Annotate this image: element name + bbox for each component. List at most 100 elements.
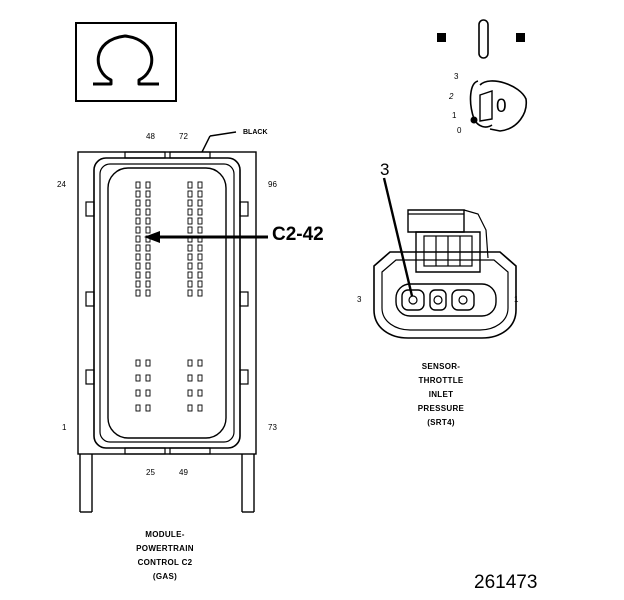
pin-cavity <box>187 181 193 189</box>
ignition-key-icon <box>437 19 527 132</box>
sensor-side-label-1: 1 <box>514 295 519 304</box>
pcm-caption-line-1: MODULE- <box>145 530 185 539</box>
pin-cavity <box>145 271 151 279</box>
pin-cavity <box>145 181 151 189</box>
key-position-3: 3 <box>454 72 459 81</box>
pin-label-96: 96 <box>268 180 277 189</box>
pin-cavity <box>135 404 141 412</box>
pin-cavity <box>135 244 141 252</box>
pin-label-1: 1 <box>62 423 67 432</box>
pin-cavity <box>187 389 193 397</box>
pin-cavity <box>197 190 203 198</box>
pin-cavity <box>187 404 193 412</box>
pin-cavity <box>187 217 193 225</box>
pcm-caption-line-3: CONTROL C2 <box>137 558 193 567</box>
pin-cavity <box>197 199 203 207</box>
pin-cavity <box>135 389 141 397</box>
pin-cavity <box>187 359 193 367</box>
pin-cavity <box>197 280 203 288</box>
pin-cavity <box>135 190 141 198</box>
c2-42-callout-arrow <box>144 231 268 243</box>
pin-cavity <box>187 253 193 261</box>
ohm-icon <box>75 22 177 102</box>
sensor-caption-line-2: THROTTLE <box>418 376 464 385</box>
pin-cavity <box>197 244 203 252</box>
key-position-2: 2 <box>449 92 454 101</box>
pin-cavity <box>197 262 203 270</box>
key-position-1: 1 <box>452 111 457 120</box>
pin-label-48: 48 <box>146 132 155 141</box>
pin-cavity <box>197 181 203 189</box>
pin-cavity <box>145 244 151 252</box>
pin-cavity <box>197 359 203 367</box>
pin-cavity <box>135 181 141 189</box>
pin-cavity <box>197 389 203 397</box>
pin-cavity <box>197 289 203 297</box>
pin-cavity <box>135 374 141 382</box>
sensor-caption-line-4: PRESSURE <box>417 404 465 413</box>
pin-cavity <box>135 208 141 216</box>
key-face-label: 0 <box>496 96 507 117</box>
sensor-caption-line-3: INLET <box>428 390 454 399</box>
pin-cavity <box>135 226 141 234</box>
pin-cavity <box>187 208 193 216</box>
pin-label-49: 49 <box>179 468 188 477</box>
pin-cavity <box>145 359 151 367</box>
pin-label-24: 24 <box>57 180 66 189</box>
sensor-caption-line-1: SENSOR- <box>421 362 461 371</box>
color-label-black: BLACK <box>243 129 268 136</box>
pin-cavity <box>197 217 203 225</box>
pcm-caption-line-2: POWERTRAIN <box>136 544 194 553</box>
pin-cavity <box>145 280 151 288</box>
pin-cavity <box>187 262 193 270</box>
pin-cavity <box>145 374 151 382</box>
figure-number: 261473 <box>474 572 538 593</box>
pin-cavity <box>135 262 141 270</box>
pin-cavity <box>197 374 203 382</box>
pin-cavity <box>135 217 141 225</box>
sensor-side-label-3: 3 <box>357 295 362 304</box>
pin-cavity <box>197 208 203 216</box>
pcm-caption: MODULE- POWERTRAIN CONTROL C2 (GAS) <box>120 528 210 584</box>
pin-cavity <box>187 244 193 252</box>
pin-cavity <box>145 217 151 225</box>
pin-cavity <box>145 404 151 412</box>
pin-label-25: 25 <box>146 468 155 477</box>
pin-cavity <box>145 208 151 216</box>
pin-cavity <box>135 289 141 297</box>
pin-cavity <box>145 262 151 270</box>
pin-cavity <box>187 199 193 207</box>
pin-cavity <box>145 253 151 261</box>
pin-cavity <box>187 280 193 288</box>
key-position-0: 0 <box>457 126 462 135</box>
pin-cavity <box>197 271 203 279</box>
pin-cavity <box>187 374 193 382</box>
pin-label-73: 73 <box>268 423 277 432</box>
callout-pin-3: 3 <box>380 160 390 179</box>
pin-cavity <box>135 280 141 288</box>
pin-cavity <box>135 235 141 243</box>
pin-cavity <box>135 359 141 367</box>
pcm-connector-c2 <box>77 131 257 513</box>
pin-cavity <box>135 271 141 279</box>
pcm-caption-line-4: (GAS) <box>152 572 178 581</box>
pin-cavity <box>145 226 151 234</box>
pin-cavity <box>197 226 203 234</box>
pin-cavity <box>145 389 151 397</box>
pin-label-72: 72 <box>179 132 188 141</box>
pin-cavity-grid <box>135 181 203 412</box>
pin-cavity <box>135 199 141 207</box>
sensor-connector-srt4 <box>373 177 517 339</box>
pin-cavity <box>187 271 193 279</box>
sensor-caption-line-5: (SRT4) <box>427 418 455 427</box>
pin-cavity <box>187 190 193 198</box>
callout-c2-42: C2-42 <box>272 224 324 245</box>
pin-cavity <box>187 226 193 234</box>
pin-cavity <box>145 190 151 198</box>
pin-cavity <box>135 253 141 261</box>
pin-cavity <box>197 404 203 412</box>
pin-cavity <box>197 253 203 261</box>
pin-cavity <box>187 289 193 297</box>
sensor-caption: SENSOR- THROTTLE INLET PRESSURE (SRT4) <box>396 360 486 430</box>
